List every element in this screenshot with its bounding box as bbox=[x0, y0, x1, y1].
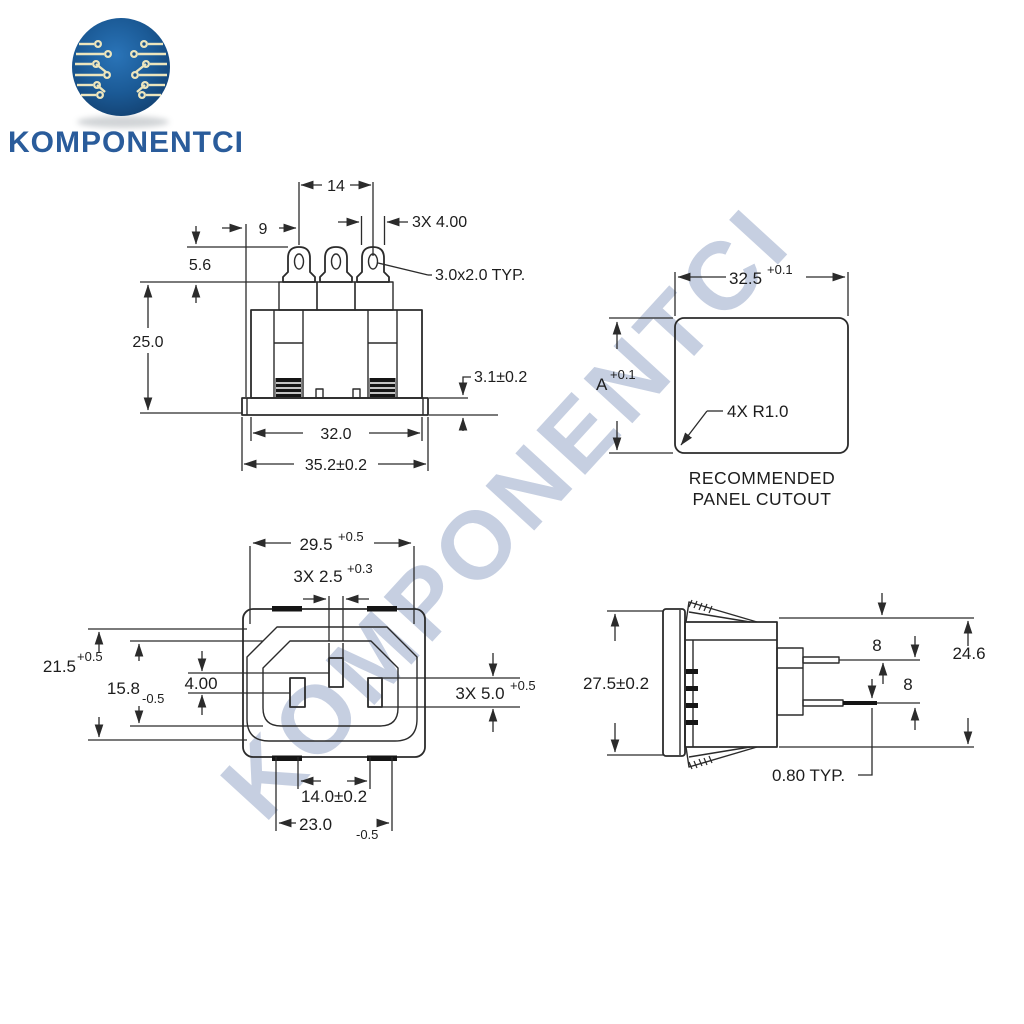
dim-cutout-width: 32.5 bbox=[729, 269, 762, 288]
dim-cutout-height: A bbox=[596, 375, 608, 394]
rear-view: 14 9 3X 4.00 3.0x2.0 TYP. 5.6 bbox=[132, 178, 527, 474]
dim-flange-width: 35.2±0.2 bbox=[305, 457, 367, 474]
dim-front-body-width-tol: -0.5 bbox=[356, 827, 378, 842]
dim-flange-thickness: 3.1±0.2 bbox=[474, 369, 527, 386]
dim-terminal-width: 3X 4.00 bbox=[412, 214, 467, 231]
dim-slot-width: 3X 2.5 bbox=[293, 567, 342, 586]
dim-inner-height-tol: -0.5 bbox=[142, 691, 164, 706]
dim-opening-height: 21.5 bbox=[43, 657, 76, 676]
logo-brand-text: KOMPONENTCI bbox=[8, 126, 244, 159]
front-dimensions: 4.00 15.8 -0.5 21.5 +0.5 3X 2.5 +0.3 bbox=[43, 529, 536, 842]
dim-cutout-width-tol: +0.1 bbox=[767, 262, 793, 277]
dim-cutout-height-tol: +0.1 bbox=[610, 367, 636, 382]
dim-front-body-width: 23.0 bbox=[299, 815, 332, 834]
front-view: 4.00 15.8 -0.5 21.5 +0.5 3X 2.5 +0.3 bbox=[43, 529, 536, 842]
dim-opening-height-tol: +0.5 bbox=[77, 649, 103, 664]
side-body bbox=[662, 599, 877, 770]
dim-pin-gap-bottom: 8 bbox=[903, 675, 912, 694]
dim-head-height: 5.6 bbox=[189, 257, 211, 274]
panel-cutout-view: 32.5 +0.1 A +0.1 4X R1.0 RECOMMENDED PAN… bbox=[596, 262, 849, 509]
dim-slot-width-tol: +0.3 bbox=[347, 561, 373, 576]
dim-mount-pitch: 14.0±0.2 bbox=[301, 787, 367, 806]
dim-pin-length: 3X 5.0 bbox=[455, 684, 504, 703]
dim-inner-height: 15.8 bbox=[107, 679, 140, 698]
dim-depth: 24.6 bbox=[952, 644, 985, 663]
logo: KOMPONENTCI bbox=[8, 18, 244, 159]
cutout-caption-line1: RECOMMENDED bbox=[689, 468, 835, 488]
front-mount-marks bbox=[272, 606, 397, 761]
dim-opening-width: 29.5 bbox=[299, 535, 332, 554]
rear-dimensions: 14 9 3X 4.00 3.0x2.0 TYP. 5.6 bbox=[132, 178, 527, 474]
dim-opening-width-tol: +0.5 bbox=[338, 529, 364, 544]
dim-pin-span: 14 bbox=[327, 178, 345, 195]
dim-pin-offset: 4.00 bbox=[184, 674, 217, 693]
dim-body-height: 25.0 bbox=[132, 334, 163, 351]
logo-shadow bbox=[77, 116, 169, 128]
logo-circle-icon bbox=[72, 18, 170, 116]
dim-pin-gap-top: 8 bbox=[872, 636, 881, 655]
circuit-traces-icon bbox=[75, 38, 169, 101]
side-view: 27.5±0.2 8 8 24.6 0.80 TYP. bbox=[583, 593, 986, 785]
side-dimensions: 27.5±0.2 8 8 24.6 0.80 TYP. bbox=[583, 593, 986, 785]
dim-flange-height: 27.5±0.2 bbox=[583, 674, 649, 693]
rear-terminals bbox=[278, 246, 394, 311]
cutout-outline bbox=[674, 317, 849, 454]
dim-pin-length-tol: +0.5 bbox=[510, 678, 536, 693]
dim-corner-radius: 4X R1.0 bbox=[727, 402, 788, 421]
dim-body-width: 32.0 bbox=[320, 426, 351, 443]
cutout-caption-line2: PANEL CUTOUT bbox=[693, 489, 832, 509]
dim-hole-note: 3.0x2.0 TYP. bbox=[435, 267, 525, 284]
front-body-outline bbox=[242, 608, 426, 758]
front-recess-inner bbox=[262, 640, 399, 727]
rear-body bbox=[241, 309, 429, 416]
dim-pin-thickness: 0.80 TYP. bbox=[772, 766, 845, 785]
dim-edge-offset: 9 bbox=[259, 221, 268, 238]
